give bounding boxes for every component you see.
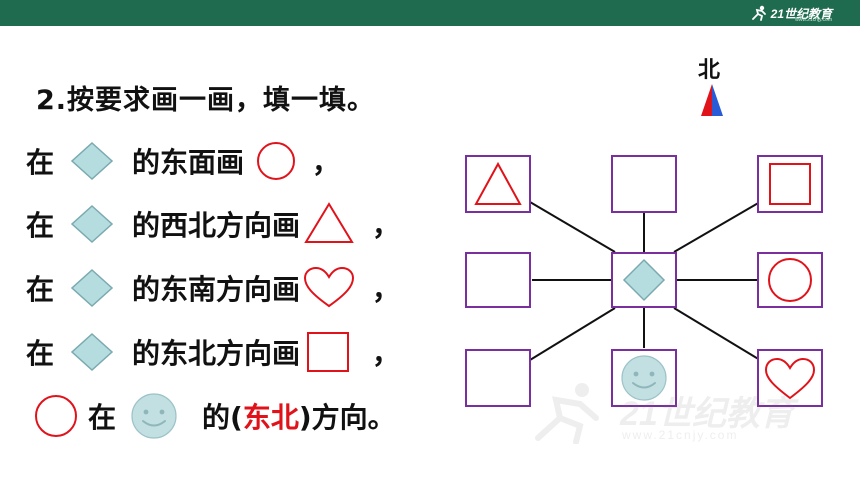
question-text-before: 的( xyxy=(202,401,243,434)
brand-logo: 21世纪教育 www.21cnjy.com xyxy=(750,3,832,23)
logo-text: 21世纪教育 xyxy=(770,6,832,21)
north-arrow-icon xyxy=(701,84,723,116)
grid-connectors xyxy=(529,201,761,361)
instruction-text: 的东南方向画 xyxy=(132,273,301,306)
cell-center xyxy=(611,252,677,308)
instruction-text: 的西北方向画 xyxy=(132,209,301,242)
heart-icon xyxy=(304,266,355,308)
north-label: 北 xyxy=(698,58,721,83)
watermark-site: www.21cnjy.com xyxy=(622,428,739,442)
triangle-icon xyxy=(474,161,522,205)
word-at: 在 xyxy=(26,209,55,242)
logo-site: www.21cnjy.com xyxy=(795,17,832,23)
instruction-line-2: 在 的西北方向画 ， xyxy=(26,202,401,244)
diamond-icon xyxy=(70,268,114,308)
header-bar: 21世纪教育 www.21cnjy.com xyxy=(0,0,860,26)
instruction-text: 的东北方向画 xyxy=(132,337,301,370)
word-at: 在 xyxy=(26,337,55,370)
answer-text: 东北 xyxy=(242,401,299,434)
diamond-icon xyxy=(622,258,666,302)
cell-middle-left xyxy=(465,252,531,308)
heart-icon xyxy=(764,357,816,400)
instruction-line-1: 在 的东面画 ， xyxy=(26,141,340,181)
direction-grid xyxy=(465,155,823,407)
instruction-line-4: 在 的东北方向画 ， xyxy=(26,332,400,372)
smiley-icon xyxy=(131,393,177,439)
circle-icon xyxy=(257,142,296,180)
cell-top-left xyxy=(465,155,531,213)
cell-bottom-right xyxy=(757,349,823,407)
comma: ， xyxy=(372,209,401,242)
square-icon xyxy=(307,332,350,372)
cell-bottom-left xyxy=(465,349,531,407)
question-text-after: )方向。 xyxy=(298,401,396,434)
question-title: 2.按要求画一画，填一填。 xyxy=(36,85,376,116)
comma: ， xyxy=(372,337,401,370)
smiley-icon xyxy=(621,355,667,401)
diamond-icon xyxy=(70,141,114,181)
cell-bottom-center xyxy=(611,349,677,407)
cell-middle-right xyxy=(757,252,823,308)
comma: ， xyxy=(372,273,401,306)
cell-top-center xyxy=(611,155,677,213)
runner-icon xyxy=(751,5,766,21)
circle-icon xyxy=(35,395,77,437)
cell-top-right xyxy=(757,155,823,213)
word-at: 在 xyxy=(26,146,55,179)
comma: ， xyxy=(312,146,341,179)
word-at: 在 xyxy=(88,401,117,434)
question-line: 在 的( 东北 )方向。 xyxy=(34,393,396,439)
word-at: 在 xyxy=(26,273,55,306)
square-icon xyxy=(769,163,811,205)
circle-icon xyxy=(768,258,812,302)
diamond-icon xyxy=(70,204,114,244)
instruction-text: 的东面画 xyxy=(132,146,245,179)
diamond-icon xyxy=(70,332,114,372)
instruction-line-3: 在 的东南方向画 ， xyxy=(26,266,401,308)
triangle-icon xyxy=(304,202,354,243)
